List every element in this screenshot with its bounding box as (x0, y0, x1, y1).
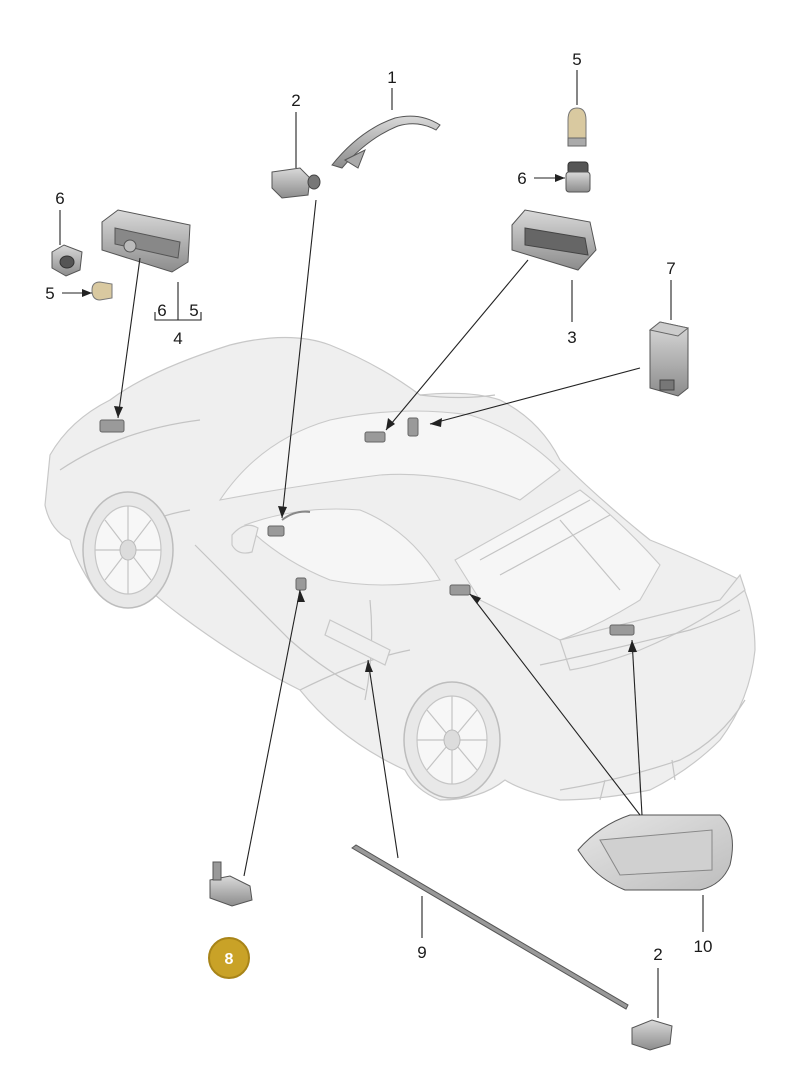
part-2-switch-top (271, 167, 321, 199)
side-intake (324, 619, 391, 666)
callout-6-right: 6 (517, 169, 526, 188)
side-mirror (231, 524, 259, 554)
rear-window-frame (479, 499, 621, 591)
rear-spoiler (559, 573, 746, 671)
callout-2-bottom: 2 (653, 945, 662, 964)
part-5-bulb-right (567, 107, 587, 147)
leader-lines (59, 70, 704, 1018)
part-7-control-unit (648, 321, 690, 397)
callout-5-right: 5 (572, 50, 581, 69)
side-window (244, 508, 441, 586)
callout-6-left: 6 (55, 189, 64, 208)
door-switch-on-car (267, 525, 285, 537)
callout-4-sub-6: 6 (157, 301, 166, 320)
callout-2-top: 2 (291, 91, 300, 110)
callout-5-left: 5 (45, 284, 54, 303)
part-9-trim-strip (351, 844, 629, 1010)
part-6-socket-right (565, 161, 591, 193)
rear-window (454, 489, 661, 641)
callout-8[interactable]: 8 (225, 951, 234, 968)
windshield (218, 410, 561, 501)
car-illustration (44, 336, 756, 801)
callout-10: 10 (694, 937, 713, 956)
rear-diffuser (559, 699, 746, 801)
part-1-strip (331, 115, 441, 169)
part-5-bulb-left (91, 281, 113, 301)
callout-labels: 1 2 5 6 3 7 6 5 6 5 4 9 10 2 (45, 50, 712, 964)
callout-7: 7 (666, 259, 675, 278)
part-3-interior-lamp (511, 209, 597, 271)
rear-wheel (403, 681, 501, 799)
interior-light-on-car (364, 431, 386, 443)
rear-light-on-car (609, 624, 635, 636)
part-2-switch-bottom (631, 1019, 673, 1051)
door-handle-switch-on-car (295, 577, 307, 591)
callout-4-sub-5: 5 (189, 301, 198, 320)
arrowheads (82, 174, 637, 672)
control-unit-on-car (407, 417, 419, 437)
part-6-socket-left (51, 244, 83, 277)
frunk-light-on-car (99, 419, 125, 433)
part-10-lamp (577, 814, 733, 891)
taillight-strip (539, 609, 741, 666)
front-wheel (82, 491, 174, 609)
part-8-switch (209, 861, 253, 907)
callout-9: 9 (417, 943, 426, 962)
part-4-lamp-housing (101, 209, 191, 273)
highlight-badge-circle[interactable] (208, 937, 250, 979)
callout-3: 3 (567, 328, 576, 347)
trunk-light-on-car (449, 584, 471, 596)
callout-8-badge[interactable]: 8 (208, 937, 250, 979)
callout-4: 4 (173, 329, 182, 348)
callout-1: 1 (387, 68, 396, 87)
